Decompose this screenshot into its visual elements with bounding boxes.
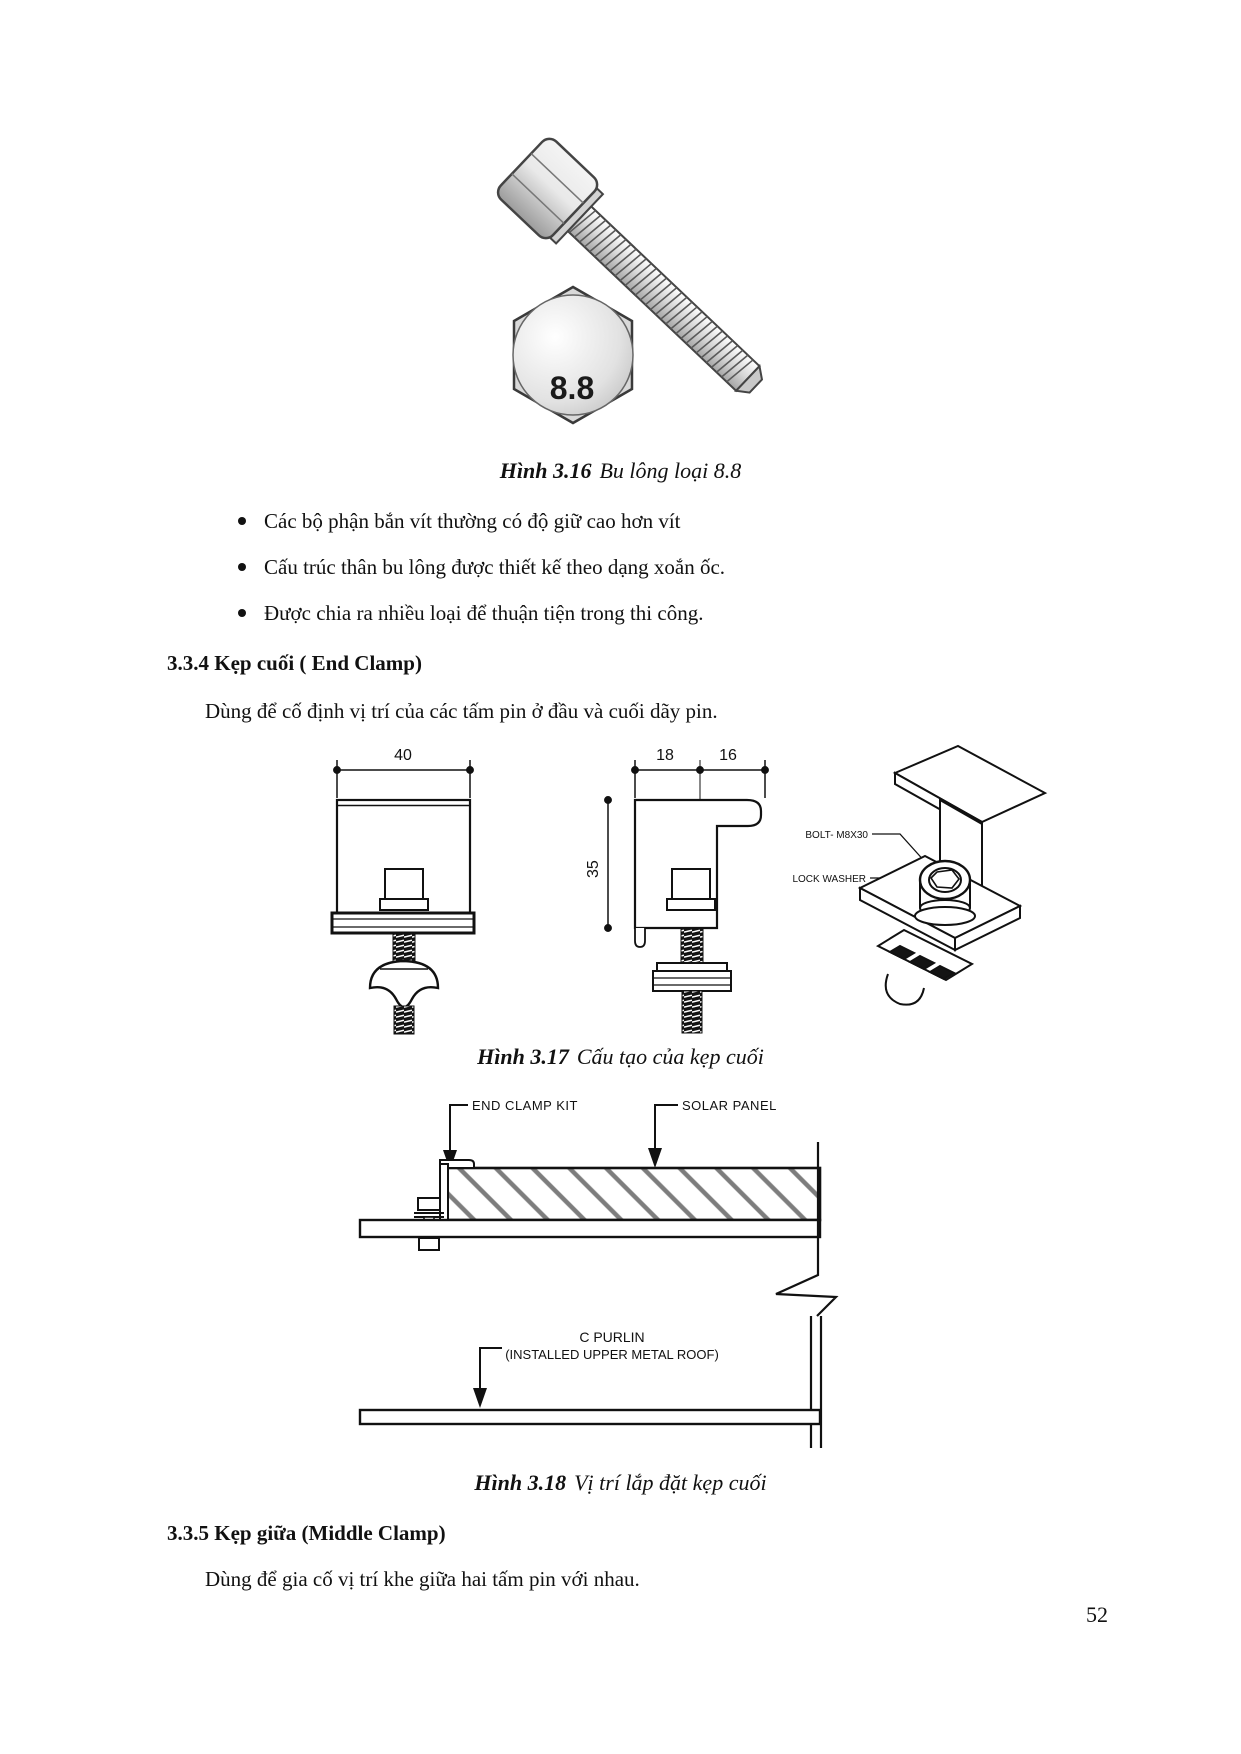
bullet-text: Được chia ra nhiều loại để thuận tiện tr… <box>264 601 704 625</box>
label-installed-upper-metal-roof: (INSTALLED UPPER METAL ROOF) <box>505 1347 719 1362</box>
figure-3-17-caption-text: Cấu tạo của kẹp cuối <box>576 1044 764 1069</box>
bullet-item: Được chia ra nhiều loại để thuận tiện tr… <box>238 598 998 628</box>
figure-3-17-caption: Hình 3.17 Cấu tạo của kẹp cuối <box>0 1044 1241 1070</box>
section-3-3-5-heading: 3.3.5 Kẹp giữa (Middle Clamp) <box>167 1521 446 1545</box>
figure-3-18-caption: Hình 3.18 Vị trí lắp đặt kẹp cuối <box>0 1470 1241 1496</box>
bullet-dot <box>238 563 246 571</box>
section-3-3-5-paragraph: Dùng để gia cố vị trí khe giữa hai tấm p… <box>205 1567 640 1591</box>
page-number: 52 <box>1086 1602 1108 1627</box>
bullet-text: Các bộ phận bắn vít thường có độ giữ cao… <box>264 509 681 533</box>
bolt-8.8-image: 8.8 <box>496 137 764 425</box>
dim-top-back: 18 <box>656 747 674 764</box>
c-purlin-section <box>358 1408 822 1426</box>
label-c-purlin: C PURLIN <box>579 1329 644 1345</box>
solar-panel-section <box>445 1166 822 1222</box>
label-end-clamp-kit: END CLAMP KIT <box>472 1098 578 1113</box>
bullet-item: Cấu trúc thân bu lông được thiết kế theo… <box>238 552 998 582</box>
figure-3-16-caption-text: Bu lông loại 8.8 <box>599 458 742 483</box>
figure-3-18-caption-label: Hình 3.18 <box>474 1470 567 1495</box>
section-3-3-4-paragraph: Dùng để cố định vị trí của các tấm pin ở… <box>205 699 718 723</box>
end-clamp-installation-diagram: END CLAMP KIT SOLAR PANEL <box>358 1098 839 1448</box>
figure-3-17-caption-label: Hình 3.17 <box>477 1044 569 1069</box>
label-lock-washer: LOCK WASHER <box>792 874 866 885</box>
solar-panel-arrow <box>648 1148 662 1168</box>
bullet-text: Cấu trúc thân bu lông được thiết kế theo… <box>264 555 726 579</box>
figure-3-18-caption-text: Vị trí lắp đặt kẹp cuối <box>574 1470 767 1495</box>
dim-top-front: 16 <box>719 747 737 764</box>
bullet-dot <box>238 609 246 617</box>
break-line <box>775 1142 839 1448</box>
label-solar-panel: SOLAR PANEL <box>682 1098 777 1113</box>
bullet-dot <box>238 517 246 525</box>
c-purlin-arrow <box>473 1388 487 1408</box>
bullet-item: Các bộ phận bắn vít thường có độ giữ cao… <box>238 506 998 536</box>
figure-3-16-caption: Hình 3.16 Bu lông loại 8.8 <box>0 458 1241 484</box>
dim-height: 35 <box>585 860 602 878</box>
figure-3-16-caption-label: Hình 3.16 <box>499 458 592 483</box>
mounting-rail-section <box>358 1218 822 1239</box>
end-clamp-technical-drawing: 40 18 16 3 <box>330 744 1048 1035</box>
bolt-grade-marking: 8.8 <box>550 370 594 406</box>
dim-front-width: 40 <box>394 747 412 764</box>
section-3-3-4-heading: 3.3.4 Kẹp cuối ( End Clamp) <box>167 651 422 675</box>
label-bolt-m8x30: BOLT- M8X30 <box>805 830 868 841</box>
